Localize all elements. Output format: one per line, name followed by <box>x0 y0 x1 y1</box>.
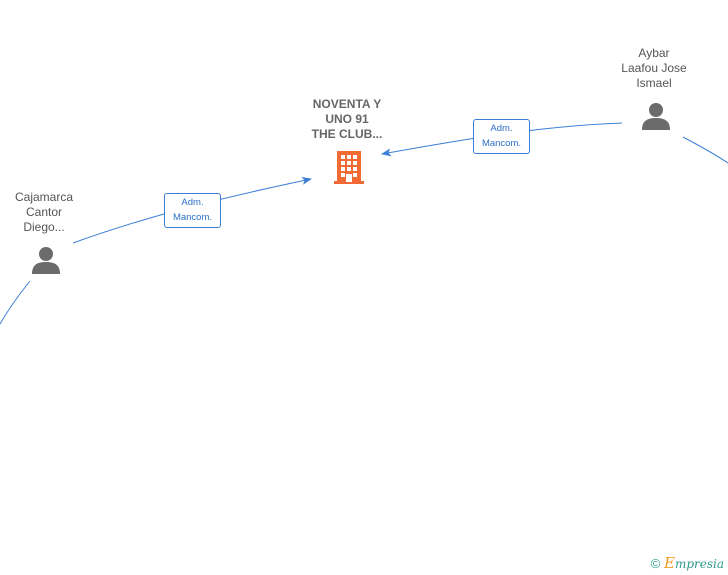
edge-offscreen-right <box>682 136 728 164</box>
empresia-watermark: © Empresia <box>651 554 724 572</box>
brand-name: mpresia <box>674 557 724 571</box>
copyright-symbol: © <box>650 556 661 571</box>
person-icon[interactable] <box>641 101 671 131</box>
building-icon[interactable] <box>334 149 364 185</box>
company-name[interactable]: NOVENTA Y UNO 91 THE CLUB... <box>311 97 383 141</box>
person-name-aybar[interactable]: Aybar Laafou Jose Ismael <box>621 46 687 90</box>
relation-label-aybar[interactable]: Adm. Mancom. <box>473 119 530 154</box>
person-name-cajamarca[interactable]: Cajamarca Cantor Diego... <box>14 190 74 234</box>
relation-label-cajamarca[interactable]: Adm. Mancom. <box>164 193 221 228</box>
edge-offscreen-left <box>0 280 31 325</box>
brand-initial: E <box>663 554 675 572</box>
person-icon[interactable] <box>31 245 61 275</box>
